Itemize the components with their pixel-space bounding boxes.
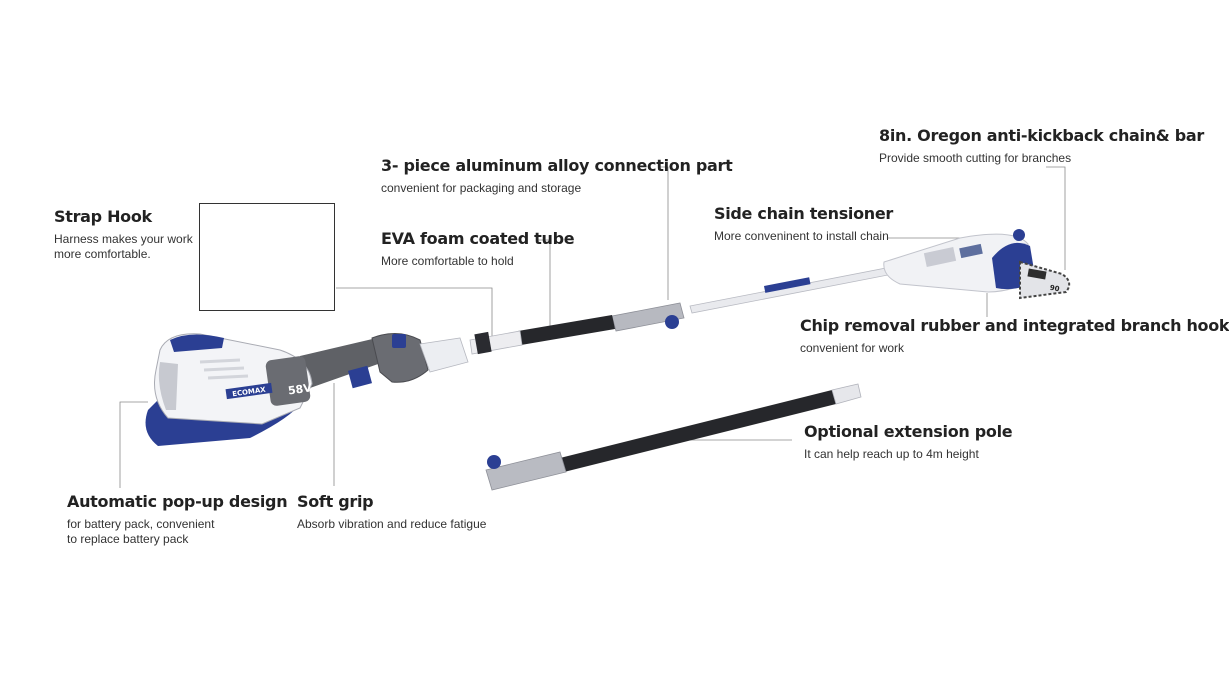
callout-desc: It can help reach up to 4m height <box>804 447 1012 462</box>
battery-top-blue <box>170 334 224 352</box>
callout-desc: More comfortable to hold <box>381 254 574 269</box>
desc-line: convenient for work <box>800 341 905 355</box>
extension-tip <box>831 383 862 405</box>
head-vents <box>923 247 957 267</box>
callout-title: Soft grip <box>297 492 374 511</box>
callout-extension-pole: Optional extension pole It can help reac… <box>804 422 1013 462</box>
tensioner-knob <box>1013 229 1025 241</box>
trigger-switch <box>392 334 406 348</box>
pole-label-band <box>764 277 811 293</box>
callout-title: EVA foam coated tube <box>381 229 575 248</box>
callout-desc: convenient for work <box>800 341 1229 356</box>
soft-grip <box>299 336 397 388</box>
voltage-mark: 58V <box>287 381 313 397</box>
callout-title: Side chain tensioner <box>714 204 894 223</box>
callout-desc: Harness makes your work more comfortable… <box>54 232 193 262</box>
head-badge <box>959 243 983 259</box>
callout-title: 8in. Oregon anti-kickback chain& bar <box>879 126 1204 145</box>
main-pole <box>469 267 889 355</box>
extension-knob <box>487 455 501 469</box>
callout-title: Optional extension pole <box>804 422 1013 441</box>
rear-clamp <box>474 331 492 355</box>
callout-eva-foam: EVA foam coated tube More comfortable to… <box>381 229 575 269</box>
battery-pack: 58V ECOMAX <box>145 333 313 446</box>
pole-front-segment <box>689 267 889 314</box>
desc-line: more comfortable. <box>54 247 151 261</box>
product-illustration: 90 58V ECOMAX <box>119 166 1071 491</box>
bar-number-mark: 90 <box>1049 284 1060 294</box>
callout-title: Chip removal rubber and integrated branc… <box>800 316 1229 335</box>
eva-foam-tube <box>518 315 615 345</box>
desc-line: Provide smooth cutting for branches <box>879 151 1072 165</box>
extension-connector <box>485 451 567 491</box>
aluminum-connector <box>611 302 685 332</box>
connector-knob <box>665 315 679 329</box>
desc-line: convenient for packaging and storage <box>381 181 582 195</box>
brand-badge <box>225 382 273 400</box>
chainsaw-head: 90 <box>883 229 1071 300</box>
callout-strap-hook: Strap Hook Harness makes your work more … <box>54 207 193 262</box>
desc-line: Absorb vibration and reduce fatigue <box>297 517 487 531</box>
desc-line: Harness makes your work <box>54 232 193 246</box>
callout-chip-removal: Chip removal rubber and integrated branc… <box>800 316 1229 356</box>
battery-vents <box>199 358 249 380</box>
callout-aluminum-connection: 3- piece aluminum alloy connection part … <box>381 156 733 196</box>
callout-oregon-chain: 8in. Oregon anti-kickback chain& bar Pro… <box>879 126 1204 166</box>
leader-popup <box>119 401 148 488</box>
bar-logo <box>1027 268 1047 280</box>
callout-title: 3- piece aluminum alloy connection part <box>381 156 733 175</box>
callout-side-tensioner: Side chain tensioner More conveninent to… <box>714 204 893 244</box>
callout-title: Strap Hook <box>54 207 152 226</box>
battery-side-panel <box>158 362 178 410</box>
desc-line: More conveninent to install chain <box>714 229 889 243</box>
leader-oregon <box>1046 166 1066 270</box>
callout-popup-design: Automatic pop-up design for battery pack… <box>67 492 288 547</box>
leader-eva <box>537 239 551 328</box>
leader-strap <box>336 287 493 338</box>
strap-hook-frame <box>199 203 335 311</box>
handle-assembly <box>299 333 469 389</box>
handle-white-ring <box>419 337 469 373</box>
extension-foam-tube <box>560 390 836 472</box>
grip-cap <box>371 333 429 383</box>
callout-desc: More conveninent to install chain <box>714 229 893 244</box>
desc-line: It can help reach up to 4m height <box>804 447 979 461</box>
callout-title: Automatic pop-up design <box>67 492 288 511</box>
desc-line: More comfortable to hold <box>381 254 514 268</box>
desc-line: to replace battery pack <box>67 532 189 546</box>
callout-desc: Absorb vibration and reduce fatigue <box>297 517 486 532</box>
guide-bar <box>1019 260 1071 300</box>
callout-desc: Provide smooth cutting for branches <box>879 151 1204 166</box>
extension-pole <box>485 383 862 491</box>
callout-soft-grip: Soft grip Absorb vibration and reduce fa… <box>297 492 486 532</box>
battery-grey-frame <box>265 356 311 406</box>
desc-line: for battery pack, convenient <box>67 517 215 531</box>
callout-desc: convenient for packaging and storage <box>381 181 732 196</box>
handle-trigger-guard <box>348 365 372 389</box>
leader-aluminum <box>660 166 669 300</box>
callout-desc: for battery pack, convenient to replace … <box>67 517 287 547</box>
